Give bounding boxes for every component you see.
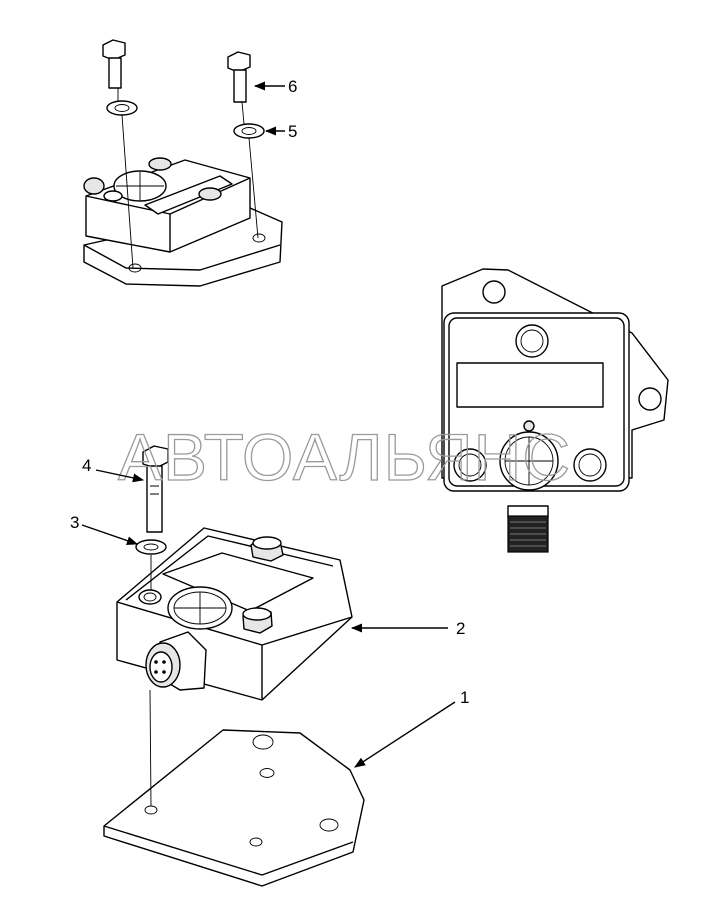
connector-icon — [83, 177, 105, 195]
callout-1: 1 — [460, 688, 469, 707]
bolt-head-icon — [198, 187, 222, 201]
callout-labels: 6 5 4 3 2 1 — [70, 77, 469, 707]
bolt-icon — [142, 445, 169, 469]
callout-2: 2 — [456, 619, 465, 638]
watermark: АВТОАЛЬЯНС — [118, 420, 571, 494]
callout-leaders — [81, 81, 456, 768]
callout-4: 4 — [82, 456, 91, 475]
base-plate — [103, 729, 365, 887]
washer-icon — [106, 100, 138, 116]
washer-icon — [135, 539, 167, 555]
bolt-head-icon — [103, 190, 123, 202]
bolt-head-icon — [148, 157, 172, 171]
callout-3: 3 — [70, 513, 79, 532]
callout-5: 5 — [288, 122, 297, 141]
top-view-assembly — [441, 268, 669, 553]
washer-icon — [233, 123, 265, 139]
callout-6: 6 — [288, 77, 297, 96]
bottom-assembly — [103, 445, 365, 887]
top-assembly — [83, 39, 283, 287]
